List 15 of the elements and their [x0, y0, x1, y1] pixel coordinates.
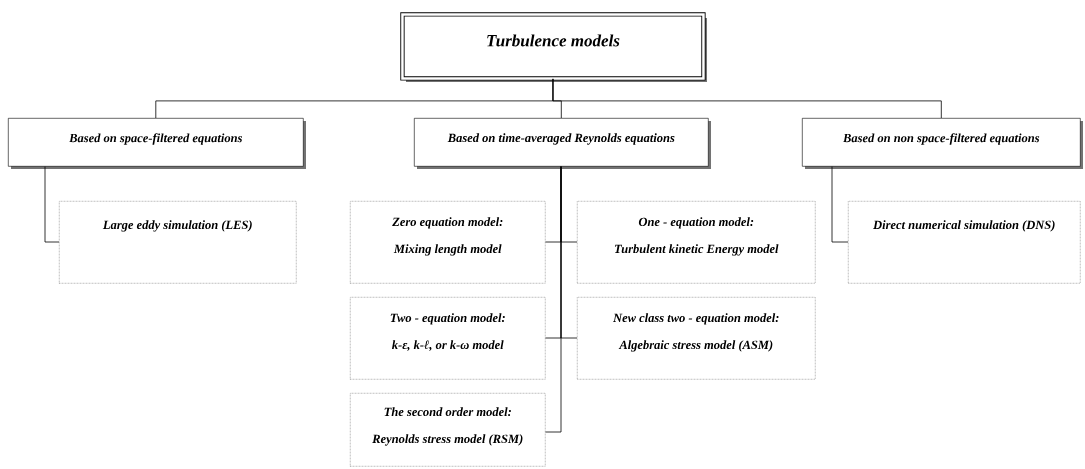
category-box: Based on space-filtered equations: [8, 118, 306, 169]
title-box: Turbulence models: [400, 12, 707, 82]
category-box: Based on non space-filtered equations: [802, 118, 1083, 169]
model-box: Large eddy simulation (LES): [59, 201, 297, 284]
connector-line: [552, 78, 942, 119]
model-box: New class two - equation model: Algebraic stress model (ASM): [577, 297, 816, 380]
connector-line: [44, 166, 60, 243]
model-box: One - equation model: Turbulent kinetic Energy model: [577, 201, 816, 284]
connector-line: [831, 166, 849, 243]
connector-line: [545, 166, 562, 433]
model-box: Zero equation model: Mixing length model: [350, 201, 546, 284]
model-box: Direct numerical simulation (DNS): [848, 201, 1081, 284]
model-box: The second order model: Reynolds stress model (RSM): [350, 393, 546, 467]
model-box: Two - equation model: k-ε, k-ℓ, or k-ω model: [350, 297, 546, 380]
category-box: Based on time-averaged Reynolds equations: [414, 118, 711, 169]
